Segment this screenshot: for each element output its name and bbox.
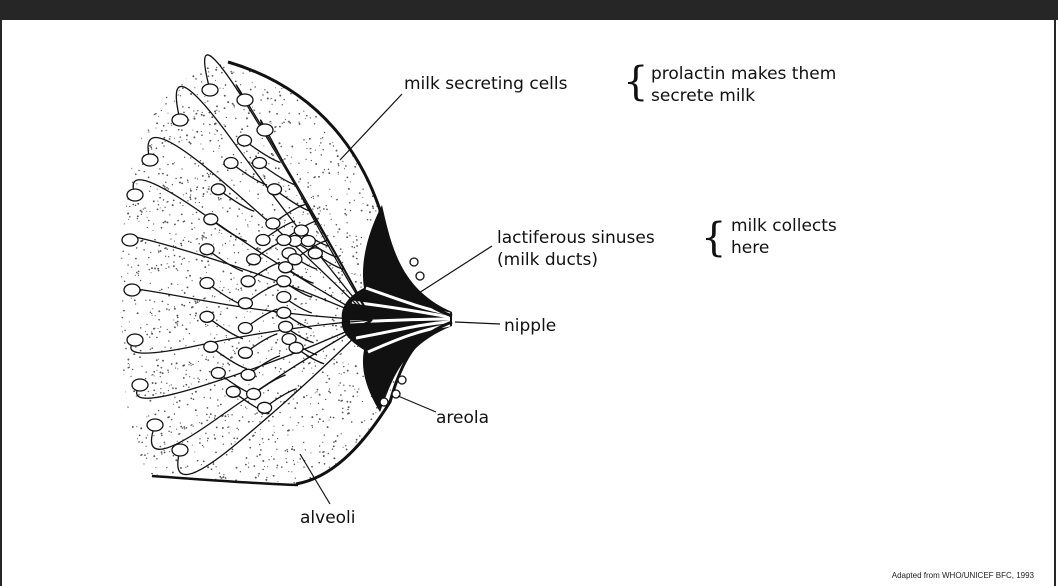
label-alveoli: alveoli — [300, 508, 356, 528]
label-lactiferous-sinuses: lactiferous sinuses — [497, 228, 655, 248]
brace-prolactin: { — [623, 62, 648, 102]
brace-milk-collects: { — [701, 218, 726, 258]
label-prolactin-line2: secrete milk — [651, 86, 755, 106]
label-nipple: nipple — [504, 316, 556, 336]
label-milk-ducts: (milk ducts) — [497, 250, 598, 270]
label-prolactin-line1: prolactin makes them — [651, 64, 836, 84]
label-milk-collects-line1: milk collects — [731, 216, 837, 236]
label-milk-secreting-cells: milk secreting cells — [404, 74, 567, 94]
label-milk-collects-line2: here — [731, 238, 769, 258]
label-areola: areola — [436, 408, 489, 428]
source-credit: Adapted from WHO/UNICEF BFC, 1993 — [892, 571, 1034, 580]
